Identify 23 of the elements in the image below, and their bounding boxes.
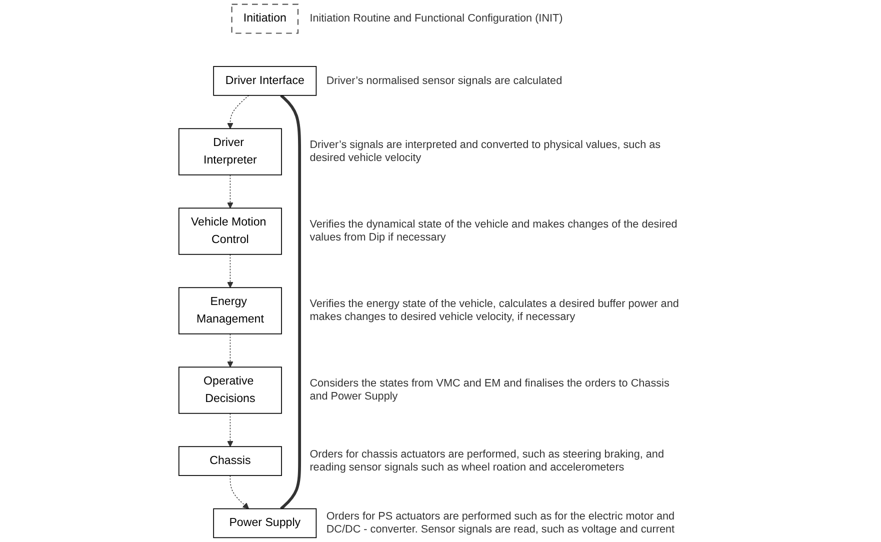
node-box: Operative Decisions	[178, 366, 282, 414]
arrow	[227, 413, 234, 447]
node-box: Vehicle Motion Control	[178, 208, 282, 255]
description-text: Initiation Routine and Functional Configuration (INIT)	[310, 12, 563, 26]
arrow	[227, 95, 250, 129]
arrow	[227, 174, 234, 208]
description-text: Orders for chassis actuators are performed, such as steering braking, and reading sensor signals such as wheel roation and accelerometers	[310, 448, 665, 474]
description-text: Orders for PS actuators are performed such as for the electric motor and DC/DC - converter. Sensor signals are read, such as voltage and current	[326, 510, 676, 536]
description-text: Verifies the energy state of the vehicle, calculates a desired buffer power and makes changes to desired vehicle velocity, if necessary	[310, 298, 680, 324]
description-text: Verifies the dynamical state of the vehicle and makes changes of the desired values from Dip if necessary	[310, 218, 678, 244]
node-box: Energy Management	[178, 287, 282, 334]
node-box: Driver Interpreter	[178, 128, 282, 176]
connector	[280, 94, 302, 510]
description-text: Driver’s signals are interpreted and converted to physical values, such as desired vehicle velocity	[310, 138, 662, 165]
node-box: Driver Interface	[213, 66, 317, 96]
arrow	[227, 334, 234, 368]
description-text: Considers the states from VMC and EM and finalises the orders to Chassis and Power Supply	[310, 377, 670, 404]
node-box: Chassis	[178, 446, 282, 476]
node-box: Power Supply	[213, 508, 317, 538]
arrow	[230, 475, 250, 510]
description-text: Driver’s normalised sensor signals are calculated	[326, 74, 562, 88]
node-box: Initiation	[231, 4, 299, 34]
arrow	[227, 254, 234, 288]
